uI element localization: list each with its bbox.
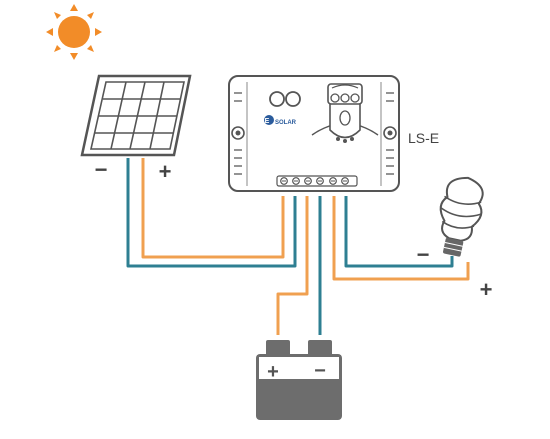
panel-positive-wire: [141, 158, 285, 259]
terminal-block: [276, 175, 358, 187]
indicator-led-right: [285, 91, 301, 107]
load-minus-label: −: [417, 242, 430, 267]
battery-minus-label: −: [314, 360, 326, 382]
indicator-led-left: [269, 91, 285, 107]
panel-minus-label: −: [95, 157, 108, 182]
wiring: [126, 158, 470, 335]
panel-plus-label: +: [159, 159, 172, 184]
svg-text:E: E: [265, 118, 270, 125]
battery-icon: [256, 340, 342, 420]
sun-icon: [46, 4, 102, 60]
controller-model-label: LS-E: [408, 130, 439, 146]
brand-logo-text: SOLAR: [275, 120, 297, 126]
charge-controller: E SOLAR: [228, 75, 400, 192]
brand-logo: E SOLAR: [264, 115, 297, 126]
load-negative-wire: [344, 196, 454, 268]
battery-positive-wire: [276, 196, 309, 335]
battery-plus-label: +: [267, 361, 279, 383]
light-bulb-icon: [439, 176, 484, 257]
solar-panel: [80, 74, 192, 157]
load-positive-wire: [332, 196, 470, 281]
load-plus-label: +: [480, 277, 493, 302]
panel-negative-wire: [126, 158, 297, 268]
